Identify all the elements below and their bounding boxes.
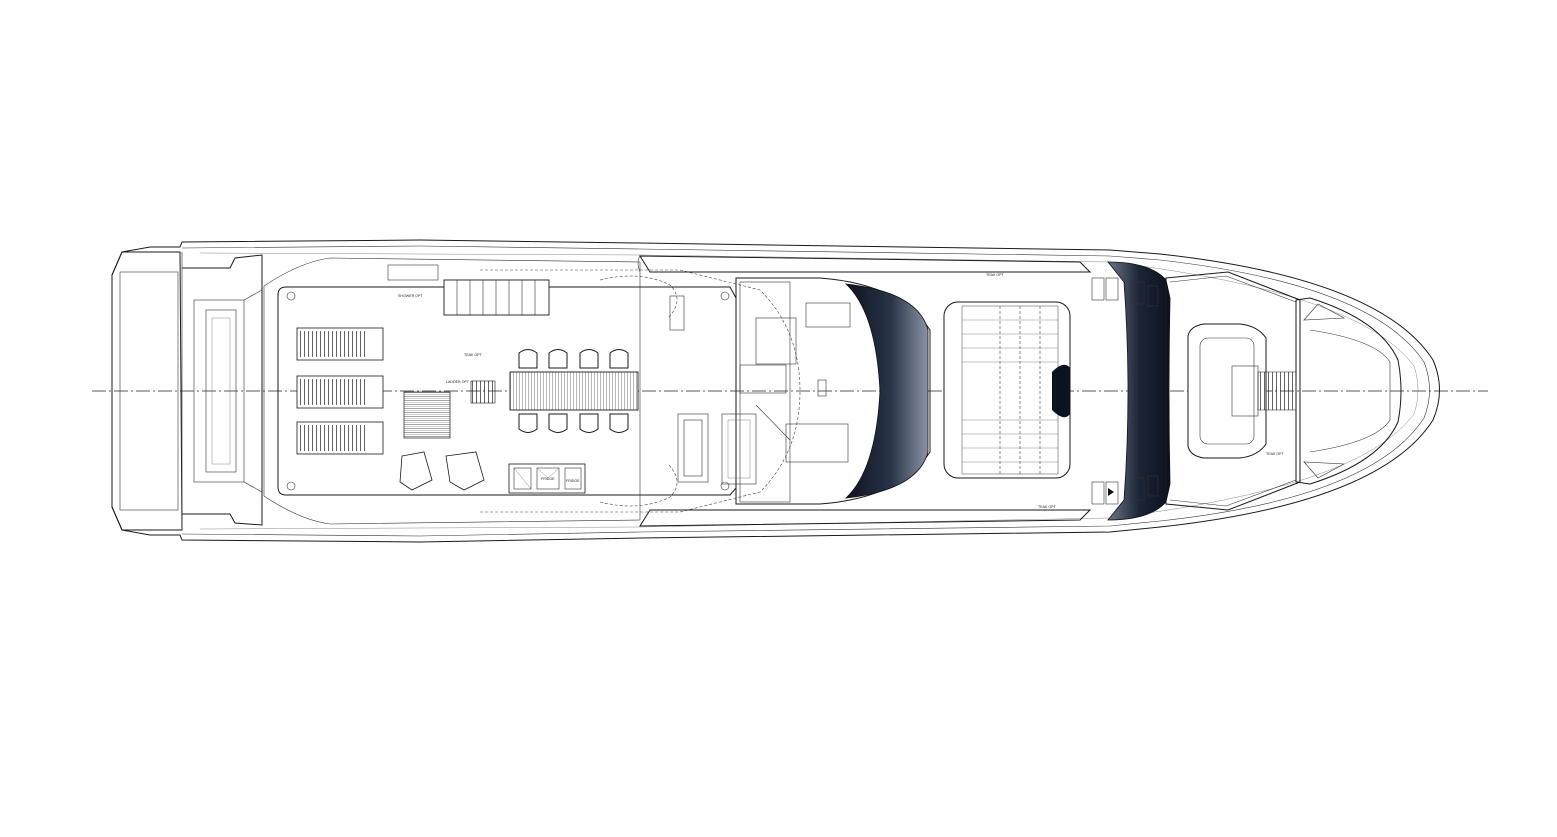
bar-unit	[508, 463, 586, 494]
dining-chair	[518, 349, 629, 433]
label-c: FRIDGE	[541, 477, 555, 481]
label-a: TEAK OPT	[464, 353, 483, 357]
stairs-to-lower-deck	[387, 264, 550, 316]
aft-windshield	[844, 283, 929, 499]
label-b: LADDER OPT	[446, 380, 470, 384]
saloon-door-frame	[669, 295, 709, 483]
transom	[182, 254, 263, 526]
foredeck	[1165, 271, 1301, 511]
sun-loungers	[296, 327, 384, 455]
label-e: TEAK OPT	[1038, 505, 1057, 509]
foredeck-sunpad	[1187, 323, 1297, 459]
coffee-table	[403, 391, 451, 439]
hardtop-dashed-outline	[480, 269, 801, 513]
labels: TEAK OPT LADDER OPT FRIDGE TEAK OPT TEAK…	[398, 273, 1285, 509]
deck-ladder	[470, 380, 496, 404]
dining-area	[509, 349, 639, 433]
superstructure	[721, 277, 931, 505]
windshield-frame	[1091, 277, 1159, 505]
label-d: TEAK OPT	[986, 273, 1005, 277]
label-g: SHOWER OPT	[398, 294, 423, 298]
label-f: TEAK OPT	[1266, 452, 1285, 456]
aft-deck	[263, 257, 737, 525]
cleats	[1108, 488, 1114, 496]
sunroof	[943, 301, 1071, 479]
side-deck-port	[637, 255, 1092, 273]
swim-platform	[111, 251, 183, 531]
label-h: FRIDGE	[566, 479, 580, 483]
bow-area	[1295, 297, 1402, 485]
side-deck-starboard	[639, 509, 1092, 527]
armchairs	[399, 451, 485, 491]
